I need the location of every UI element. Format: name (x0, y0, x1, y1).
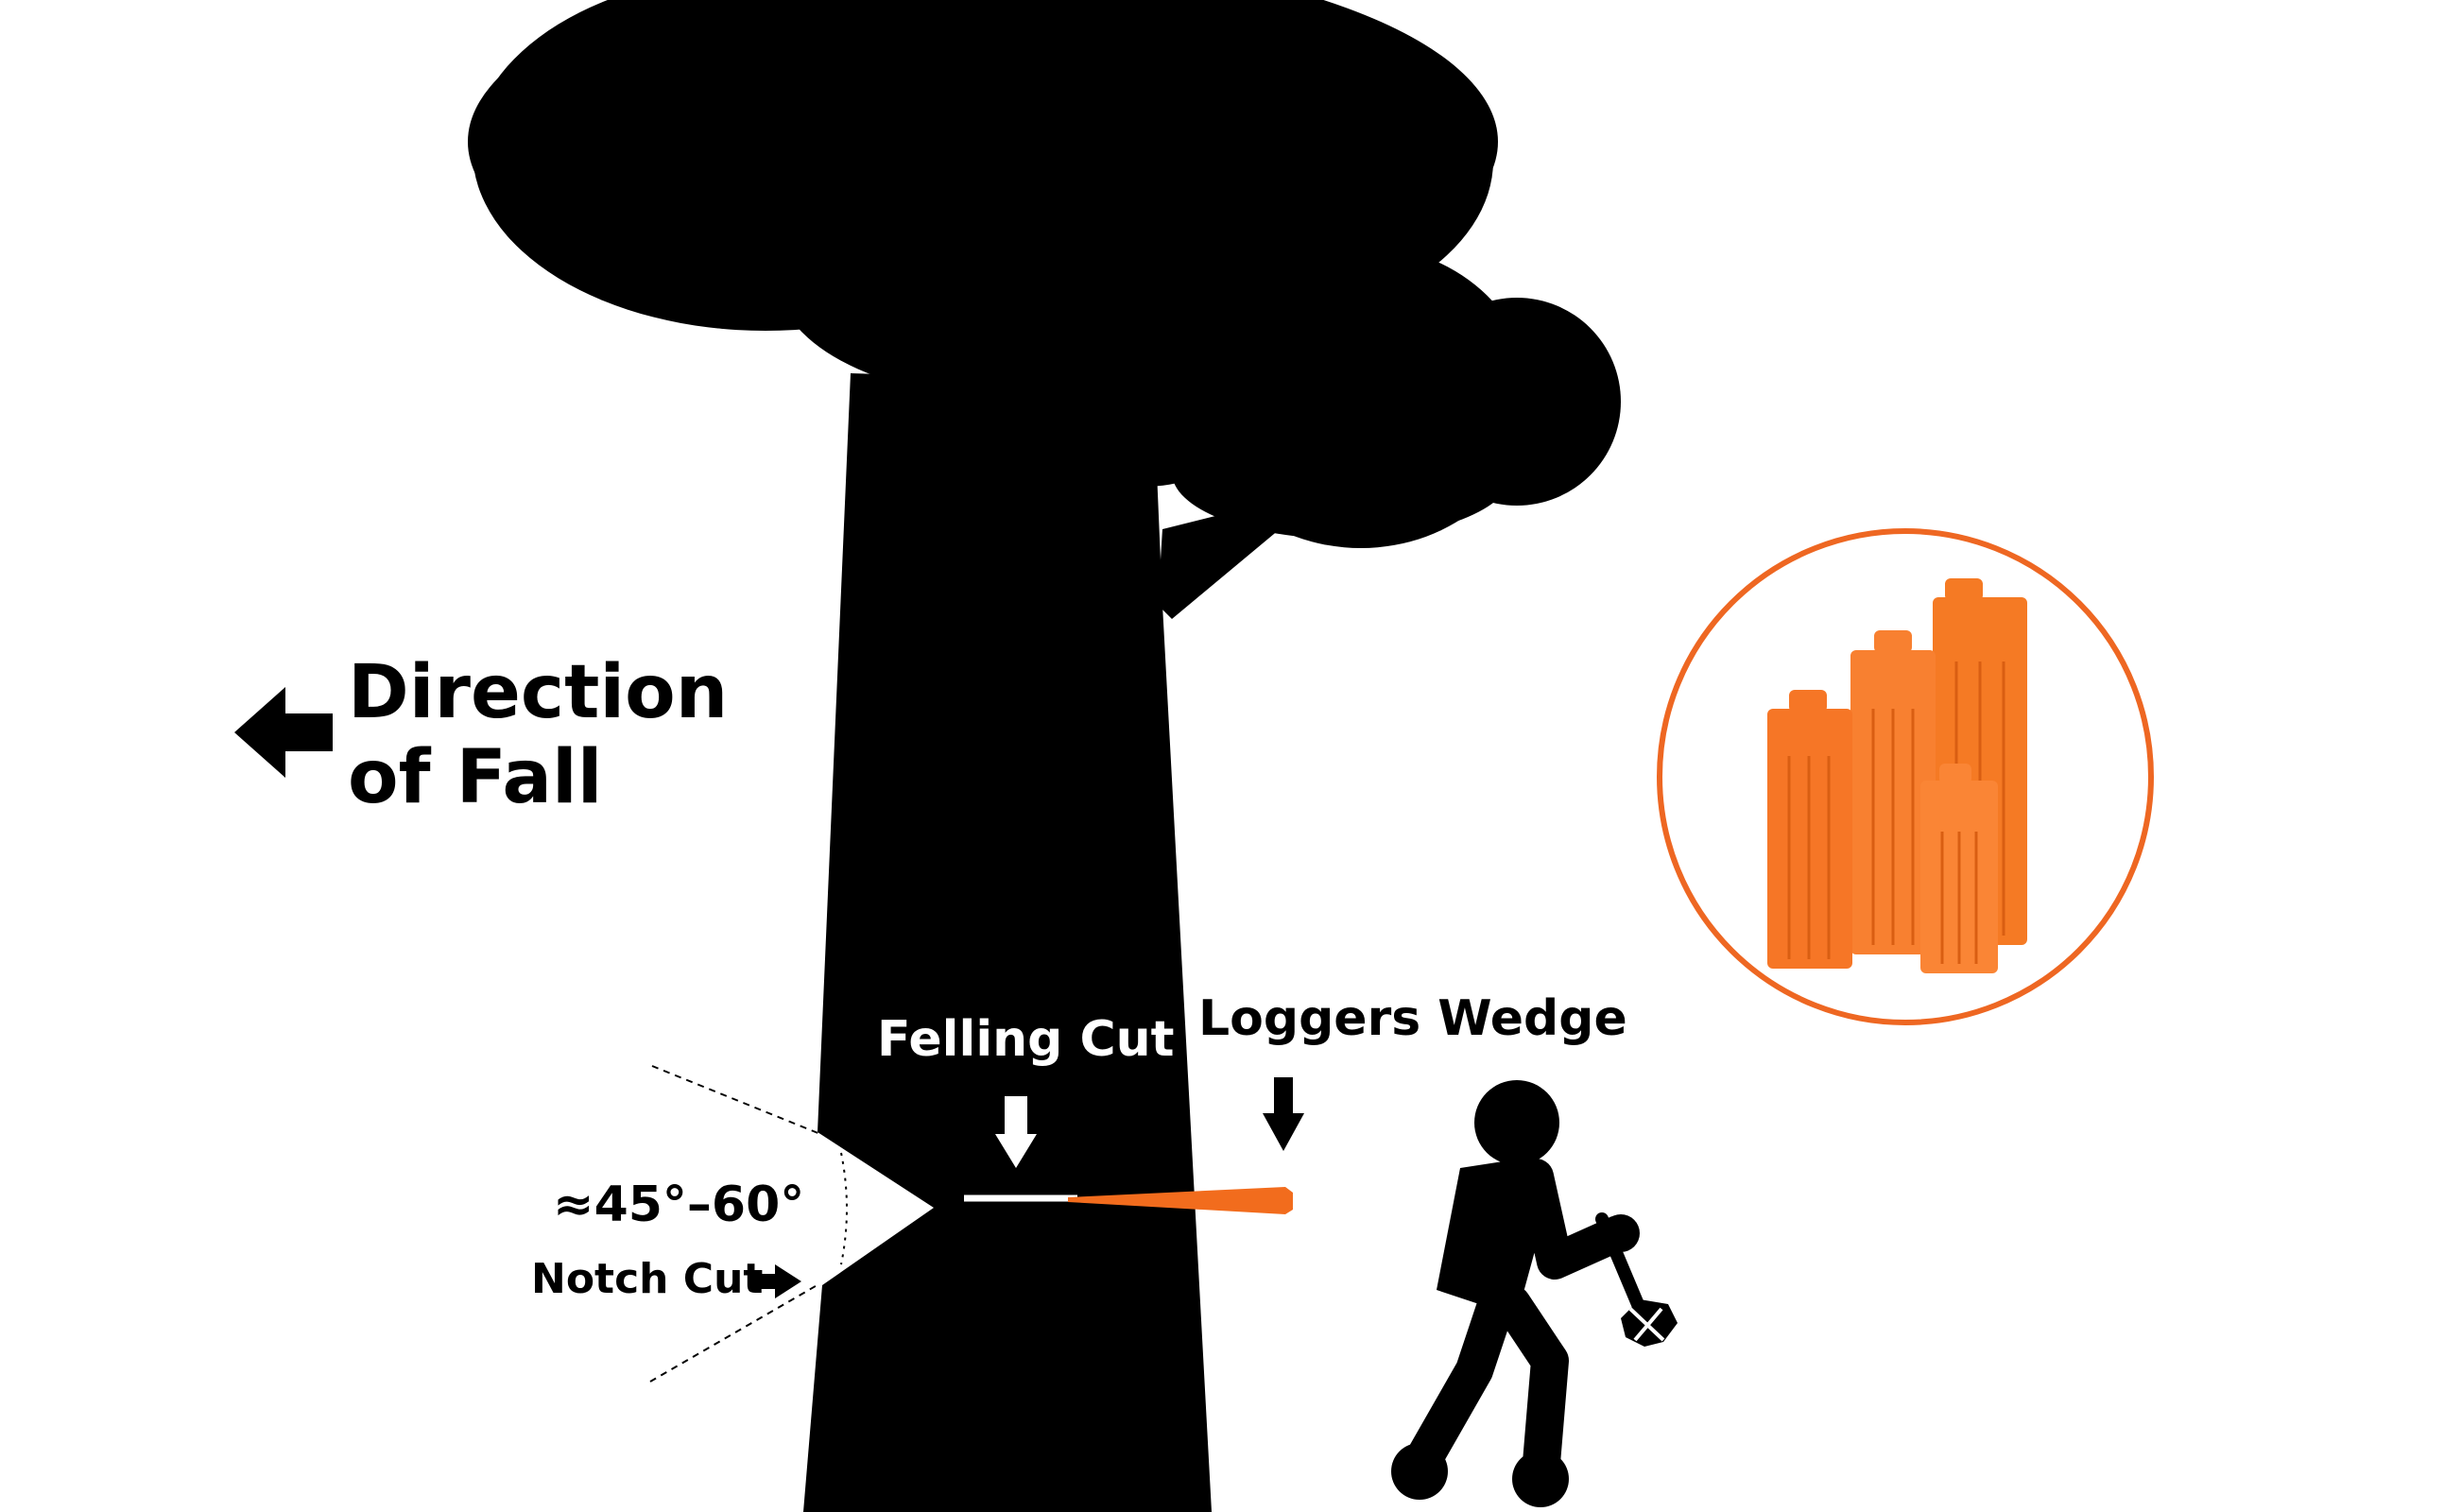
loggers-wedge-label: Loggers Wedge (1198, 990, 1627, 1047)
down-arrow-icon (1263, 1077, 1304, 1151)
tree-trunk (803, 373, 1212, 1512)
person-with-hammer-icon (1391, 1080, 1678, 1507)
direction-label-line1: Direction (348, 650, 729, 735)
right-arrow-icon (751, 1264, 801, 1298)
felling-wedges-product-icon (1657, 528, 2154, 1025)
direction-label-line2: of Fall (348, 735, 603, 820)
direction-of-fall-label: Direction of Fall (348, 650, 728, 820)
notch-guide-lines (649, 1065, 848, 1383)
tree-branch (1158, 496, 1295, 619)
notch-angle-label: ≈45°–60° (553, 1177, 805, 1233)
notch-cut-label: Notch Cut (531, 1255, 764, 1303)
felling-cut-label: Felling Cut (877, 1011, 1175, 1068)
left-arrow-icon (234, 687, 333, 778)
down-arrow-icon (995, 1096, 1037, 1168)
loggers-wedge (1068, 1187, 1293, 1214)
